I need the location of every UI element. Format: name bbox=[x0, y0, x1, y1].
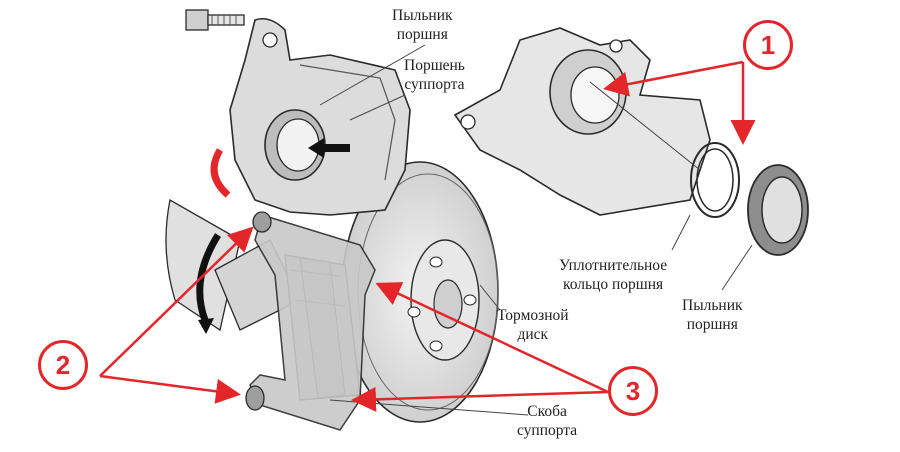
caliper-body bbox=[229, 17, 411, 216]
caliper-bracket bbox=[245, 211, 376, 431]
callout-3: 3 bbox=[608, 366, 658, 416]
label-caliper-piston: Поршень суппорта bbox=[404, 57, 465, 93]
exploded-caliper-housing bbox=[453, 27, 711, 216]
piston-arrow-head bbox=[308, 138, 324, 158]
black-arrow-head bbox=[198, 318, 214, 334]
red-motion-arrow bbox=[210, 148, 231, 198]
label-seal-ring: Уплотнительное кольцо поршня bbox=[559, 257, 668, 293]
callout-arrows bbox=[99, 60, 756, 412]
piston-boot bbox=[747, 164, 809, 256]
caliper-piston bbox=[264, 109, 326, 181]
label-brake-disc: Тормозной диск bbox=[497, 307, 569, 343]
label-piston-boot-top: Пыльник поршня bbox=[392, 7, 453, 43]
label-caliper-bracket: Скоба суппорта bbox=[517, 403, 578, 439]
callout-1: 1 bbox=[743, 20, 793, 70]
callout-2: 2 bbox=[38, 340, 88, 390]
piston-seal-ring bbox=[690, 142, 740, 218]
label-piston-boot-right: Пыльник поршня bbox=[682, 297, 743, 333]
caliper-bolt bbox=[185, 9, 245, 31]
